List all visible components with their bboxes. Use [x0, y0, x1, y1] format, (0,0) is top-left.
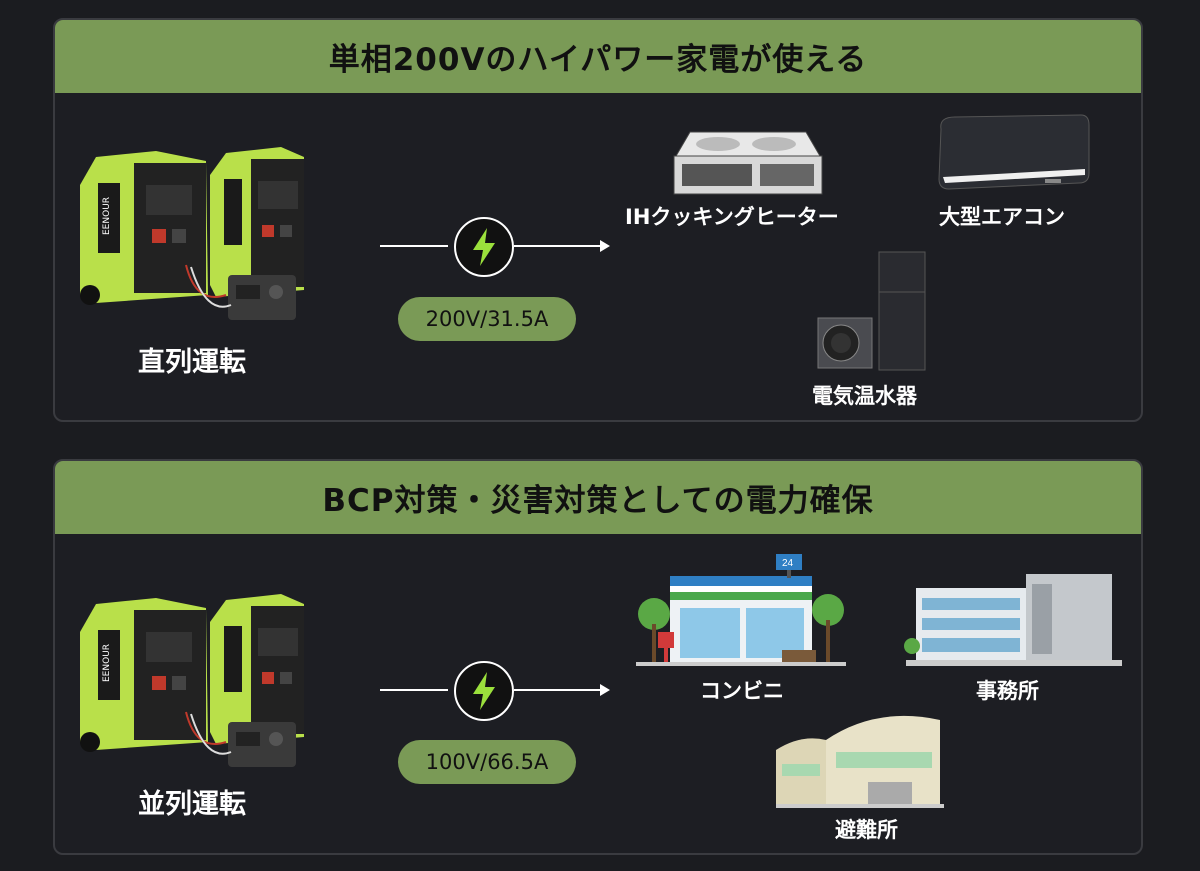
section-title: 単相200Vのハイパワー家電が使える	[55, 20, 1141, 93]
shelter-gym-icon	[776, 715, 944, 808]
spec-badge: 100V/66.5A	[398, 740, 576, 784]
appliance-label: 避難所	[835, 818, 898, 842]
office-building-icon	[904, 574, 1122, 666]
appliance-label: 大型エアコン	[939, 205, 1065, 229]
air-conditioner-icon	[938, 114, 1090, 190]
water-heater-icon	[817, 251, 926, 371]
arrow-icon	[380, 240, 610, 252]
store-sign: 24	[782, 558, 794, 569]
generator-brand: EENOUR	[102, 197, 112, 235]
bolt-icon	[454, 217, 514, 277]
appliance-label: IHクッキングヒーター	[625, 205, 839, 229]
arrow-icon	[380, 684, 610, 696]
appliance-label: 事務所	[976, 679, 1039, 703]
section-title: BCP対策・災害対策としての電力確保	[55, 461, 1141, 534]
mode-label: 直列運転	[138, 347, 246, 378]
appliance-label: コンビニ	[700, 679, 784, 703]
convenience-store-icon: 24	[636, 554, 846, 666]
generator-icon: EENOUR	[80, 147, 304, 320]
spec-badge: 200V/31.5A	[398, 297, 576, 341]
ih-cooker-icon	[673, 131, 823, 195]
mode-label: 並列運転	[138, 789, 246, 820]
appliance-label: 電気温水器	[812, 384, 917, 408]
bolt-icon	[454, 661, 514, 721]
generator-icon: EENOUR	[80, 594, 304, 767]
generator-brand: EENOUR	[102, 644, 112, 682]
